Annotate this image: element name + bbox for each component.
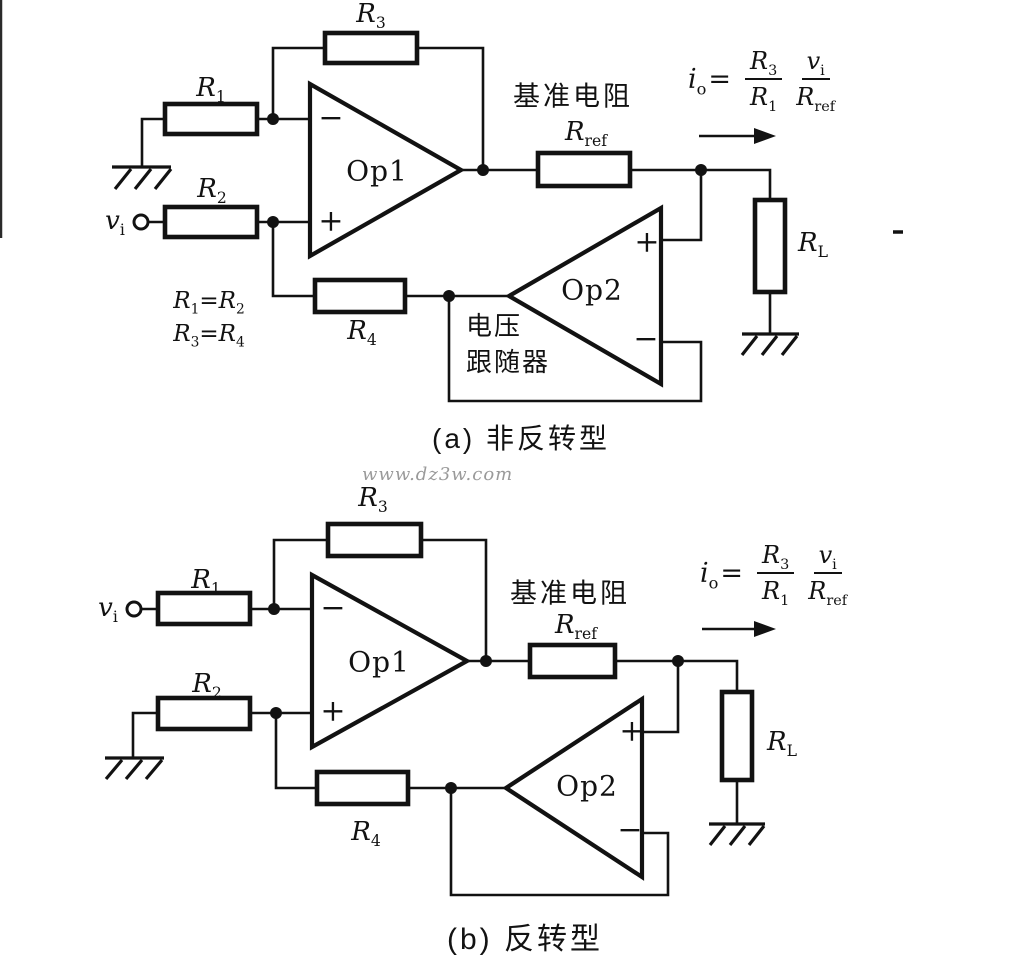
opamp-op2-body bbox=[504, 204, 664, 388]
input-terminal bbox=[132, 213, 150, 231]
formula-fraction-vi-rref: vi Rref bbox=[796, 47, 836, 115]
ground-symbol bbox=[104, 756, 164, 781]
input-terminal bbox=[125, 600, 143, 618]
opamp-op1-label: Op1 bbox=[348, 645, 410, 679]
op1-inverting-input-sign: − bbox=[320, 590, 346, 626]
node-dot bbox=[480, 655, 492, 667]
op1-inverting-input-sign: − bbox=[318, 100, 344, 136]
feedback-wire bbox=[272, 538, 328, 609]
feedback-wire bbox=[449, 788, 670, 897]
voltage-follower-line2: 跟随器 bbox=[466, 347, 551, 377]
feedback-wire bbox=[271, 46, 325, 119]
op1-noninverting-input-sign: + bbox=[318, 203, 344, 239]
output-current-formula: io= R3 R1 vi Rref bbox=[700, 541, 848, 609]
node-dot bbox=[267, 113, 279, 125]
resistor-r3-label: R3 bbox=[358, 483, 388, 517]
opamp-op1-body bbox=[307, 80, 466, 260]
resistor-r4-label: R4 bbox=[351, 817, 381, 851]
current-arrow bbox=[702, 621, 776, 637]
wire bbox=[615, 659, 739, 692]
equality-r1-r2: R1=R2 bbox=[173, 288, 245, 318]
reference-resistor-label: 基准电阻 bbox=[513, 81, 633, 112]
node-dot bbox=[267, 216, 279, 228]
resistor-r4-label: R4 bbox=[347, 316, 377, 350]
resistor-r1-label: R1 bbox=[191, 565, 221, 599]
caption-b: (b) 反转型 bbox=[447, 923, 603, 956]
watermark: www.dz3w.com bbox=[362, 464, 514, 485]
wire bbox=[140, 117, 165, 168]
wire bbox=[661, 170, 703, 242]
resistor-rl-body bbox=[719, 689, 755, 783]
node-dot bbox=[445, 782, 457, 794]
resistor-rref-body bbox=[527, 642, 618, 680]
voltage-follower-line1: 电压 bbox=[466, 311, 523, 341]
resistor-rref-label: Rref bbox=[554, 610, 598, 644]
resistor-r2-label: R2 bbox=[192, 669, 222, 703]
feedback-wire bbox=[447, 296, 703, 403]
resistor-r4-body bbox=[314, 769, 411, 807]
node-dot bbox=[695, 164, 707, 176]
formula-fraction-r3-r1: R3 R1 bbox=[757, 541, 795, 608]
caption-a: (a) 非反转型 bbox=[431, 423, 611, 454]
output-current-formula: io= R3 R1 vi Rref bbox=[688, 47, 836, 115]
opamp-op1-label: Op1 bbox=[346, 154, 408, 188]
resistor-rl-label: RL bbox=[767, 727, 797, 761]
op2-noninverting-input-sign: + bbox=[619, 713, 645, 749]
wire bbox=[642, 661, 680, 734]
circuit-a-wires bbox=[140, 46, 772, 403]
current-arrow bbox=[699, 128, 776, 144]
resistor-r3-body bbox=[322, 30, 420, 66]
input-voltage-label: vi bbox=[98, 593, 118, 627]
resistor-r3-body bbox=[325, 521, 424, 559]
op1-noninverting-input-sign: + bbox=[320, 693, 346, 729]
resistor-r1-label: R1 bbox=[196, 73, 226, 107]
resistor-rref-label: Rref bbox=[564, 117, 608, 151]
opamp-op2-body bbox=[502, 695, 645, 881]
formula-lhs: io= bbox=[688, 63, 732, 98]
resistor-r2-body bbox=[162, 204, 260, 240]
resistor-r2-label: R2 bbox=[197, 174, 227, 208]
resistor-r1-body bbox=[155, 590, 253, 627]
node-dot bbox=[268, 603, 280, 615]
wire bbox=[630, 168, 772, 200]
feedback-wire bbox=[417, 46, 485, 170]
wire bbox=[271, 222, 315, 298]
equality-r3-r4: R3=R4 bbox=[173, 321, 245, 351]
voltage-follower-label: 电压 跟随器 bbox=[466, 308, 550, 380]
resistor-rref-body bbox=[535, 150, 633, 189]
resistor-r4-body bbox=[312, 277, 408, 315]
resistor-r2-body bbox=[155, 695, 253, 732]
reference-resistor-label: 基准电阻 bbox=[510, 578, 630, 609]
node-dot bbox=[270, 707, 282, 719]
ground-symbol bbox=[112, 165, 173, 190]
formula-fraction-vi-rref: vi Rref bbox=[808, 541, 848, 609]
resistor-rl-label: RL bbox=[798, 228, 828, 262]
wire bbox=[131, 711, 158, 758]
node-dot bbox=[477, 164, 489, 176]
op2-inverting-input-sign: − bbox=[617, 812, 643, 848]
op2-inverting-input-sign: − bbox=[633, 321, 659, 357]
opamp-op2-label: Op2 bbox=[556, 769, 618, 803]
node-dot bbox=[672, 655, 684, 667]
formula-fraction-r3-r1: R3 R1 bbox=[745, 47, 783, 114]
opamp-op1-body bbox=[309, 571, 472, 751]
ground-symbol bbox=[740, 332, 799, 356]
resistor-r1-body bbox=[162, 101, 260, 137]
input-voltage-label: vi bbox=[105, 206, 125, 240]
resistor-r3-label: R3 bbox=[356, 0, 386, 33]
resistor-rl-body bbox=[752, 197, 788, 295]
feedback-wire bbox=[421, 538, 488, 661]
wire bbox=[274, 713, 317, 790]
node-dot bbox=[443, 290, 455, 302]
opamp-op2-label: Op2 bbox=[561, 273, 623, 307]
op2-noninverting-input-sign: + bbox=[634, 224, 660, 260]
formula-lhs: io= bbox=[700, 557, 744, 592]
ground-symbol bbox=[708, 822, 766, 846]
